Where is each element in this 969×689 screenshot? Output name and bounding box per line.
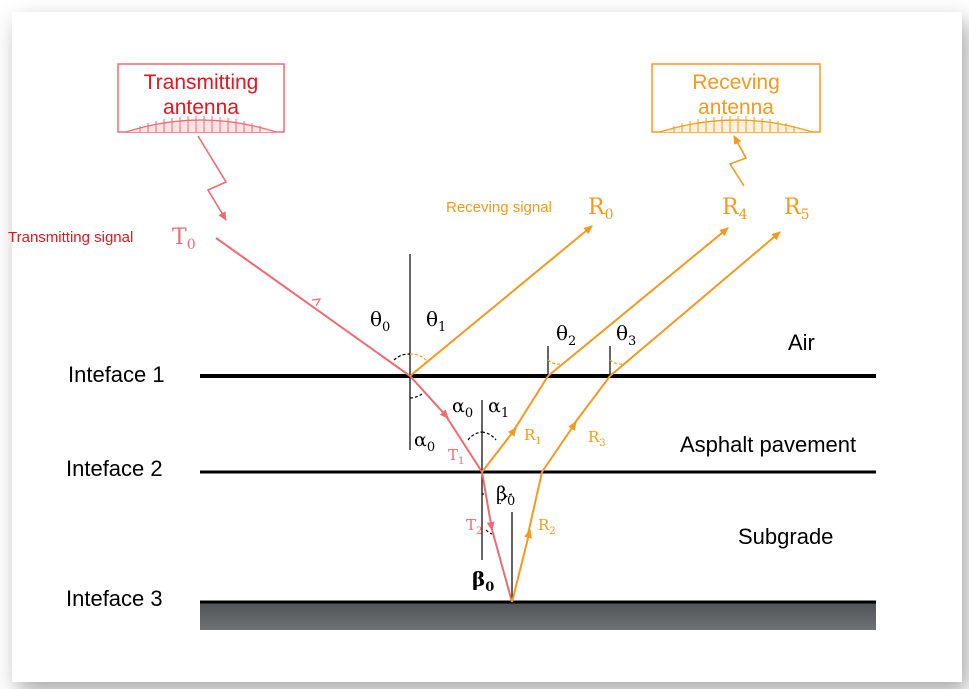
ground-block (200, 602, 876, 630)
reflected-ray-r0 (409, 225, 593, 377)
receive-lightning-icon (728, 135, 748, 187)
theta0-label: θ0 (370, 307, 390, 335)
receiving-antenna: Receving antenna (651, 63, 821, 133)
interface-3-label: Inteface 3 (66, 586, 163, 611)
r3-label: R3 (588, 428, 606, 449)
t2-label: T2 (466, 516, 482, 537)
receiving-antenna-label-1: Receving (692, 71, 780, 94)
refracted-ray-t1 (409, 375, 449, 419)
reflected-ray-r2 (511, 529, 532, 603)
beta0-bottom-label: β0 (472, 567, 494, 595)
layer-subgrade-label: Subgrade (738, 524, 833, 549)
layer-asphalt-label: Asphalt pavement (680, 432, 856, 457)
alpha0-bottom-label: α0 (414, 429, 435, 455)
transmitting-antenna-label-1: Transmitting (144, 71, 259, 94)
incident-ray (215, 237, 411, 377)
theta1-label: θ1 (426, 307, 446, 335)
t0-symbol: T0 (172, 225, 196, 253)
theta3-label: θ3 (616, 321, 636, 349)
angle-arcs (393, 353, 623, 535)
normal-lines (409, 254, 611, 600)
alpha0-top-label: α0 (452, 395, 473, 421)
theta2-label: θ2 (556, 321, 576, 349)
beta0-top-label: β0 (496, 483, 515, 509)
receiving-antenna-label-2: antenna (698, 96, 774, 119)
transmit-lightning-icon (197, 135, 228, 221)
receiving-signal-label: Receving signal (446, 199, 552, 216)
r4-symbol: R4 (722, 195, 748, 223)
r2-label: R2 (538, 516, 556, 537)
emerging-ray-r4 (547, 227, 729, 377)
alpha1-label: α1 (488, 395, 509, 421)
emerging-ray-r5 (609, 231, 781, 377)
transmitting-signal-label: Transmitting signal (8, 229, 133, 246)
refracted-ray-r3 (541, 421, 577, 473)
r1-label: R1 (524, 426, 542, 447)
layer-air-label: Air (788, 330, 815, 355)
r0-symbol: R0 (588, 195, 614, 223)
reflected-ray-r1 (481, 427, 517, 473)
r5-symbol: R5 (784, 195, 810, 223)
transmitting-antenna: Transmitting antenna (117, 63, 285, 133)
refracted-ray-t2 (481, 471, 495, 531)
t1-label: T1 (448, 446, 464, 467)
interface-1-label: Inteface 1 (68, 362, 165, 387)
interface-2-label: Inteface 2 (66, 456, 163, 481)
transmitting-antenna-label-2: antenna (163, 96, 239, 119)
